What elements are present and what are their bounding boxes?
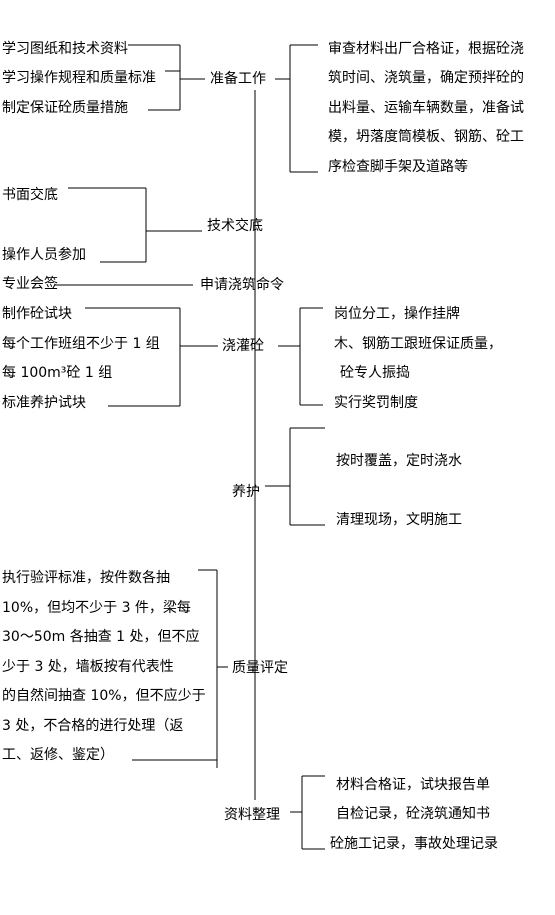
quality-left-line: 执行验评标准，按件数各抽 — [2, 570, 170, 586]
quality-left-line: 工、返修、鉴定） — [2, 747, 114, 763]
tech-left-item: 书面交底 — [2, 187, 58, 203]
pour-right-item: 砼专人振捣 — [340, 365, 410, 381]
stage-quality: 质量评定 — [232, 660, 288, 676]
pour-left-item: 标准养护试块 — [2, 395, 86, 411]
stage-docs: 资料整理 — [224, 807, 280, 823]
prep-left-item: 学习操作规程和质量标准 — [2, 70, 156, 86]
stage-pour: 浇灌砼 — [222, 338, 264, 354]
cure-right-item: 清理现场，文明施工 — [336, 512, 462, 528]
pour-left-item: 每 100m³砼 1 组 — [2, 365, 113, 381]
quality-left-line: 30～50m 各抽查 1 处，但不应 — [2, 629, 200, 645]
quality-left-line: 少于 3 处，墙板按有代表性 — [2, 659, 174, 675]
docs-right-item: 材料合格证，试块报告单 — [336, 777, 490, 793]
pour-right-item: 实行奖罚制度 — [334, 395, 418, 411]
pour-left-item: 每个工作班组不少于 1 组 — [2, 336, 160, 352]
prep-left-item: 学习图纸和技术资料 — [2, 41, 128, 57]
cure-right-item: 按时覆盖，定时浇水 — [336, 453, 462, 469]
pour-left-item: 制作砼试块 — [2, 306, 72, 322]
prep-right-line: 出料量、运输车辆数量，准备试 — [328, 100, 524, 116]
pour-right-item: 木、钢筋工跟班保证质量， — [334, 336, 502, 352]
apply-left-item: 专业会签 — [2, 276, 58, 292]
stage-apply: 申请浇筑命令 — [200, 277, 284, 293]
stage-prep: 准备工作 — [210, 71, 266, 87]
quality-left-line: 10%，但均不少于 3 件，梁每 — [2, 600, 191, 616]
stage-tech: 技术交底 — [207, 218, 263, 234]
prep-right-line: 模，坍落度筒模板、钢筋、砼工 — [328, 129, 524, 145]
stage-cure: 养护 — [232, 484, 260, 500]
prep-right-line: 筑时间、浇筑量，确定预拌砼的 — [328, 70, 524, 86]
docs-right-item: 砼施工记录，事故处理记录 — [330, 836, 498, 852]
quality-left-line: 的自然间抽查 10%，但不应少于 — [2, 688, 206, 704]
prep-right-line: 序检查脚手架及道路等 — [328, 159, 468, 175]
prep-left-item: 制定保证砼质量措施 — [2, 100, 128, 116]
pour-right-item: 岗位分工，操作挂牌 — [334, 306, 460, 322]
docs-right-item: 自检记录，砼浇筑通知书 — [336, 806, 490, 822]
prep-right-line: 审查材料出厂合格证，根据砼浇 — [328, 41, 524, 57]
tech-left-item: 操作人员参加 — [2, 247, 86, 263]
quality-left-line: 3 处，不合格的进行处理（返 — [2, 718, 184, 734]
